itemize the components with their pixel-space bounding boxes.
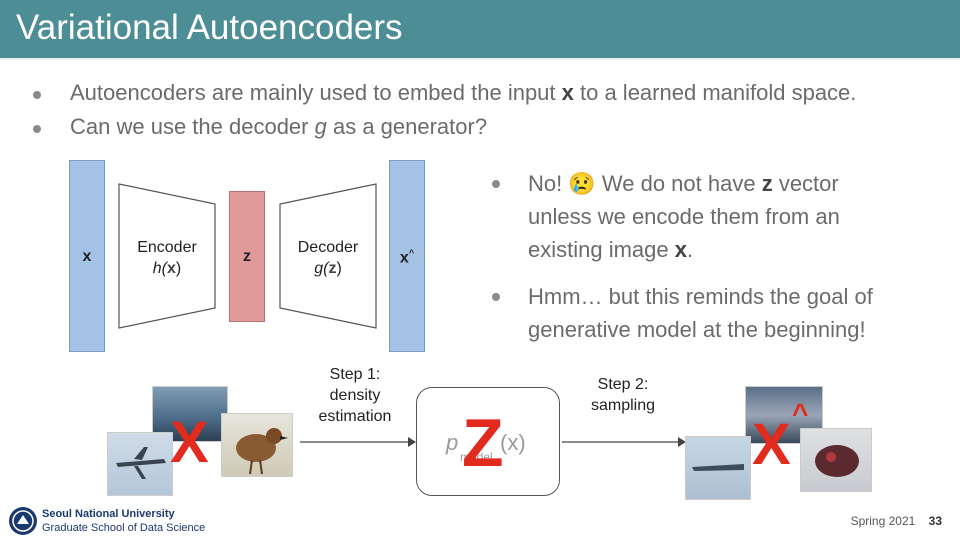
header-divider bbox=[0, 58, 960, 60]
r1-post: vector bbox=[773, 171, 839, 196]
reconstruction-label: x^ bbox=[389, 248, 425, 267]
latent-label: z bbox=[229, 248, 265, 266]
bird-icon bbox=[222, 414, 292, 476]
slide-title: Variational Autoencoders bbox=[16, 8, 403, 48]
p-symbol: p bbox=[446, 430, 458, 456]
xhat-letter: x bbox=[400, 249, 409, 266]
p-argument: (x) bbox=[500, 430, 526, 456]
bullet-1-text: Autoencoders are mainly used to embed th… bbox=[70, 80, 562, 105]
bullet-2-text-end: as a generator? bbox=[327, 114, 487, 139]
airplane-image bbox=[107, 432, 173, 496]
encoder-function: h(x) bbox=[119, 260, 215, 278]
bullet-1-text-end: to a learned manifold space. bbox=[574, 80, 857, 105]
real-data-x: X bbox=[170, 414, 209, 472]
encoder-fn-post: ) bbox=[176, 260, 181, 277]
generated-plane-icon bbox=[686, 437, 750, 499]
step-1-label: Step 1: density estimation bbox=[300, 364, 410, 427]
decoder-label: Decoder bbox=[280, 239, 376, 257]
step-2-arrow bbox=[560, 436, 688, 448]
footer-meta: Spring 2021 33 bbox=[851, 514, 942, 528]
step-1-line-2: density bbox=[300, 385, 410, 406]
bullet-1-bold: x bbox=[562, 80, 574, 105]
step-2-line-2: sampling bbox=[568, 395, 678, 416]
bullet-dot bbox=[33, 125, 41, 133]
bird-image bbox=[221, 413, 293, 477]
r1-pre: No! bbox=[528, 171, 568, 196]
bullet-2-italic: g bbox=[315, 114, 327, 139]
right-bullet-1-line-2: unless we encode them from an bbox=[528, 200, 840, 233]
school-name: Graduate School of Data Science bbox=[42, 522, 205, 534]
step-2-label: Step 2: sampling bbox=[568, 374, 678, 416]
sad-emoji-icon: 😢 bbox=[568, 171, 595, 196]
right-bullet-1-line-3: existing image x. bbox=[528, 233, 840, 266]
r1-l3-pre: existing image bbox=[528, 237, 675, 262]
r1-l3-post: . bbox=[687, 237, 693, 262]
decoder-function: g(z) bbox=[280, 260, 376, 278]
generated-blob-icon bbox=[801, 429, 871, 491]
decoder-fn-pre: g( bbox=[314, 260, 328, 277]
step-1-line-3: estimation bbox=[300, 406, 410, 427]
generated-x-mark: X bbox=[752, 416, 791, 474]
input-label: x bbox=[69, 248, 105, 266]
term-label: Spring 2021 bbox=[851, 514, 916, 528]
right-bullet-2-line-2: generative model at the beginning! bbox=[528, 313, 873, 346]
right-bullet-1: No! 😢 We do not have z vector unless we … bbox=[528, 167, 840, 266]
university-name: Seoul National University bbox=[42, 508, 175, 520]
xhat-big: X bbox=[752, 412, 791, 477]
airplane-icon bbox=[108, 433, 172, 495]
r1-l3-bold: x bbox=[675, 237, 687, 262]
bullet-dot bbox=[33, 91, 41, 99]
r1-mid: We do not have bbox=[596, 171, 762, 196]
generated-plane-image bbox=[685, 436, 751, 500]
right-bullet-2: Hmm… but this reminds the goal of genera… bbox=[528, 280, 873, 346]
decoder-fn-post: ) bbox=[336, 260, 341, 277]
encoder-label: Encoder bbox=[119, 239, 215, 257]
bullet-dot bbox=[492, 180, 500, 188]
latent-z-mark: Z bbox=[462, 408, 504, 478]
bullet-2: Can we use the decoder g as a generator? bbox=[70, 114, 487, 140]
page-number: 33 bbox=[929, 514, 942, 528]
title-bar: Variational Autoencoders bbox=[0, 0, 960, 58]
right-bullet-1-line-1: No! 😢 We do not have z vector bbox=[528, 167, 840, 200]
step-1-title: Step 1: bbox=[300, 364, 410, 385]
r1-bold: z bbox=[762, 171, 773, 196]
bullet-2-text: Can we use the decoder bbox=[70, 114, 315, 139]
generated-hat-mark: ^ bbox=[792, 398, 808, 430]
encoder-fn-bold: x bbox=[167, 260, 176, 277]
university-logo-icon bbox=[8, 506, 38, 536]
step-2-title: Step 2: bbox=[568, 374, 678, 395]
generated-blob-image bbox=[800, 428, 872, 492]
step-1-arrow bbox=[298, 436, 418, 448]
xhat-hat: ^ bbox=[409, 248, 414, 258]
right-bullet-2-line-1: Hmm… but this reminds the goal of bbox=[528, 280, 873, 313]
bullet-1: Autoencoders are mainly used to embed th… bbox=[70, 80, 856, 106]
encoder-fn-pre: h( bbox=[153, 260, 167, 277]
bullet-dot bbox=[492, 293, 500, 301]
